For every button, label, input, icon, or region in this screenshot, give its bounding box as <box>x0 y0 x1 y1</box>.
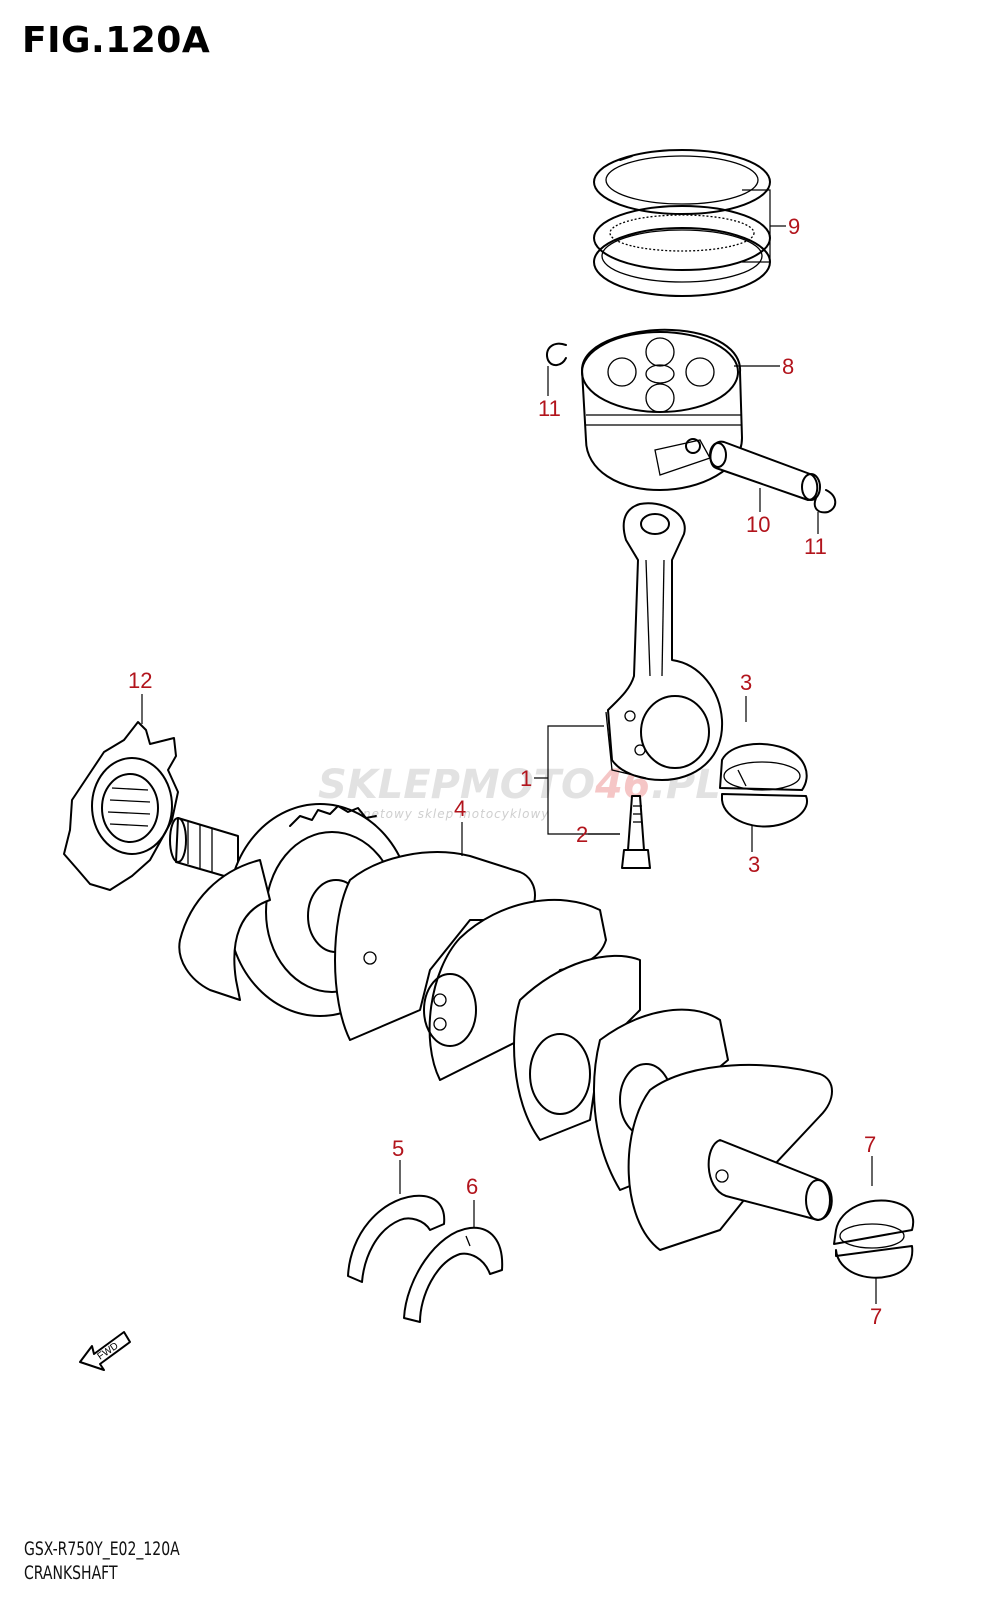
callout-10[interactable]: 10 <box>746 512 770 537</box>
callout-5[interactable]: 5 <box>392 1136 404 1161</box>
thrust-bearing-upper[interactable] <box>347 1194 446 1283</box>
figure-name: CRANKSHAFT <box>24 1562 118 1584</box>
callout-11-right[interactable]: 11 <box>804 534 827 559</box>
figure-code: GSX-R750Y_E02_120A <box>24 1538 180 1560</box>
crankshaft[interactable] <box>169 803 833 1251</box>
callout-12[interactable]: 12 <box>128 668 152 693</box>
conrod-bearing[interactable] <box>719 743 808 828</box>
crankshaft-sprocket[interactable] <box>63 721 179 891</box>
watermark-tagline: internetowy sklep motocyklowy <box>330 807 549 821</box>
callout-3-upper[interactable]: 3 <box>740 670 752 695</box>
callout-9[interactable]: 9 <box>788 214 800 239</box>
callout-8[interactable]: 8 <box>782 354 794 379</box>
callout-1[interactable]: 1 <box>520 766 532 791</box>
callout-6[interactable]: 6 <box>466 1174 478 1199</box>
piston-pin[interactable] <box>709 440 821 501</box>
piston[interactable] <box>581 328 743 491</box>
leader-lines <box>141 189 877 1304</box>
callout-7-upper[interactable]: 7 <box>864 1132 876 1157</box>
piston-rings[interactable] <box>593 149 771 297</box>
figure-title: FIG.120A <box>22 20 211 61</box>
callout-2[interactable]: 2 <box>576 822 588 847</box>
callout-labels: 1 2 3 3 4 5 6 7 7 8 9 10 11 11 12 <box>128 214 882 1329</box>
thrust-bearing-lower[interactable] <box>403 1226 504 1323</box>
piston-pin-circlip-right[interactable] <box>813 489 837 514</box>
piston-pin-circlip-left[interactable] <box>546 342 567 366</box>
callout-4[interactable]: 4 <box>454 796 466 821</box>
callout-11-left[interactable]: 11 <box>538 396 561 421</box>
conrod-bolt[interactable] <box>621 795 651 869</box>
callout-3-lower[interactable]: 3 <box>748 852 760 877</box>
crankshaft-main-bearing[interactable] <box>833 1199 915 1279</box>
callout-7-lower[interactable]: 7 <box>870 1304 882 1329</box>
connecting-rod[interactable] <box>605 502 724 781</box>
fwd-arrow-icon: FWD <box>79 1331 131 1371</box>
